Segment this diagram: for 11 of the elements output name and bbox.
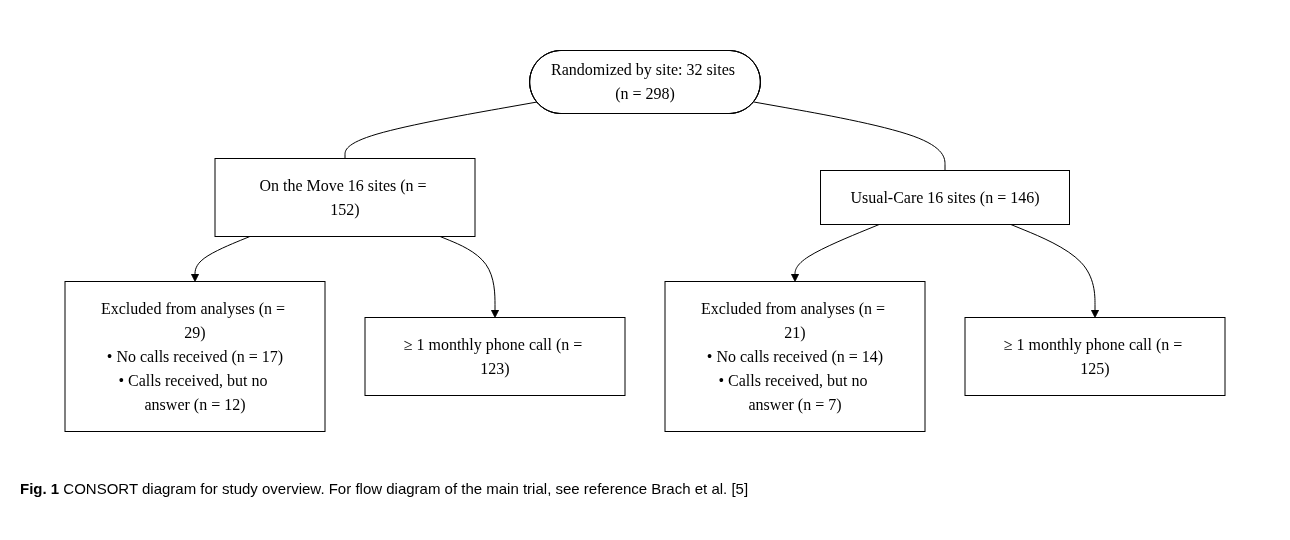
node-box: Usual-Care 16 sites (n = 146) <box>820 170 1070 225</box>
arrow <box>790 224 880 282</box>
connector <box>344 101 538 159</box>
figure-caption: Fig. 1 CONSORT diagram for study overview. For flow diagram of the main trial, see reference Brach et al. [5] <box>20 480 750 497</box>
arrow <box>1010 224 1100 318</box>
connector <box>753 101 946 171</box>
node-box: ≥ 1 monthly phone call (n = 123) <box>364 317 626 396</box>
node-box: ≥ 1 monthly phone call (n = 125) <box>964 317 1226 396</box>
node-box: Excluded from analyses (n = 29) • No calls received (n = 17) • Calls received, but no answer (n = 12) <box>64 281 326 432</box>
node-box: On the Move 16 sites (n = 152) <box>214 158 476 237</box>
node-box: Excluded from analyses (n = 21) • No calls received (n = 14) • Calls received, but no answer (n = 7) <box>664 281 926 432</box>
